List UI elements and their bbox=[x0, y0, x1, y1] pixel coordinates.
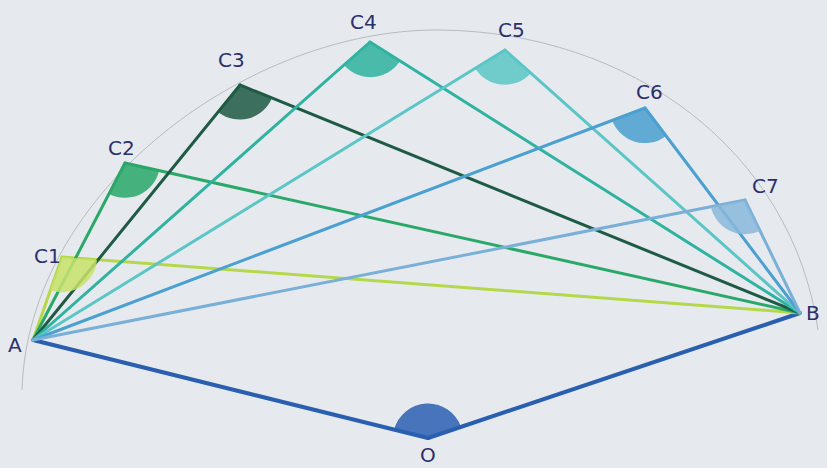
point-label: C5 bbox=[498, 20, 525, 40]
angle-wedge bbox=[475, 50, 531, 85]
angle-wedges bbox=[50, 42, 760, 438]
chord bbox=[505, 50, 800, 313]
point-label: B bbox=[806, 303, 820, 323]
point-label: C2 bbox=[108, 138, 135, 158]
chord bbox=[33, 42, 370, 340]
angle-wedge bbox=[612, 108, 666, 143]
chord bbox=[62, 257, 800, 313]
chord bbox=[745, 200, 800, 313]
central-angle-wedge bbox=[394, 404, 461, 438]
chord bbox=[33, 108, 645, 340]
chord bbox=[33, 50, 505, 340]
point-label: A bbox=[8, 335, 22, 355]
point-label: C3 bbox=[218, 50, 245, 70]
angle-wedge bbox=[711, 200, 760, 234]
chord bbox=[645, 108, 800, 313]
angle-wedge bbox=[344, 42, 400, 77]
point-label: C1 bbox=[34, 246, 61, 266]
point-label: O bbox=[420, 445, 436, 465]
point-label: C7 bbox=[752, 176, 779, 196]
chord bbox=[33, 200, 745, 340]
radius-oa bbox=[33, 340, 428, 438]
chord bbox=[370, 42, 800, 313]
chord bbox=[125, 163, 800, 313]
angle-wedge bbox=[218, 85, 272, 120]
point-label: C6 bbox=[636, 82, 663, 102]
radius-ob bbox=[428, 313, 800, 438]
angle-wedge bbox=[109, 163, 159, 198]
chord bbox=[240, 85, 800, 313]
circle-arc bbox=[22, 30, 818, 390]
chords bbox=[33, 42, 800, 438]
point-label: C4 bbox=[350, 12, 377, 32]
